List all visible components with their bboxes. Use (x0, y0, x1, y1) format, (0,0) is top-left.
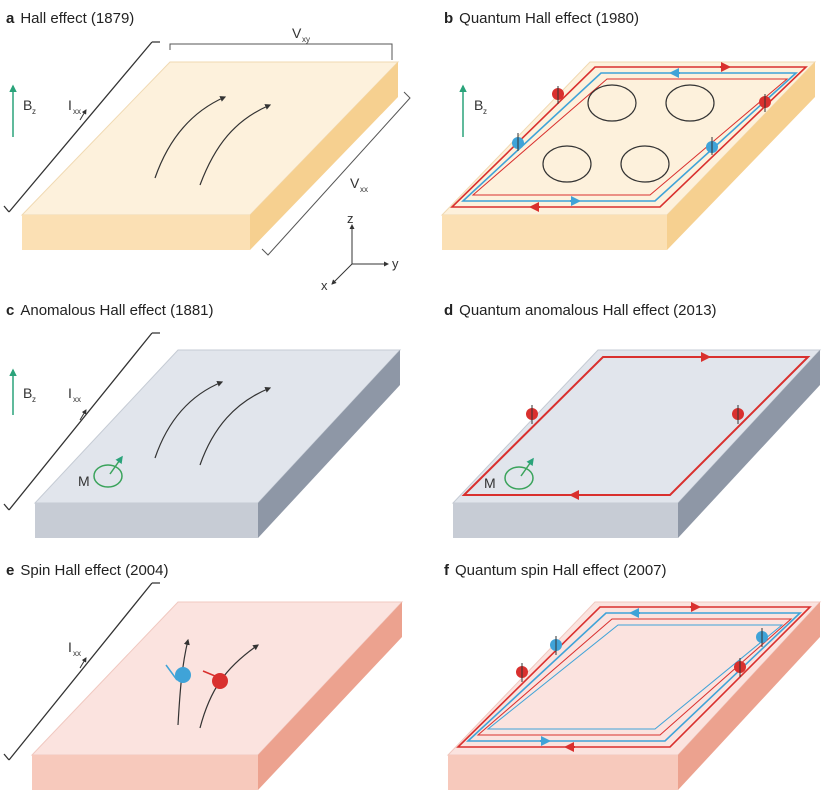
vxy-bracket (169, 43, 393, 60)
edge-channel-inner-f (465, 612, 803, 742)
svg-text:z: z (32, 395, 36, 404)
edge-channel-d (461, 356, 811, 496)
slab-b-side (667, 62, 815, 250)
svg-text:xx: xx (73, 649, 81, 658)
panel-f (446, 601, 822, 790)
panel-b: B z (440, 61, 817, 250)
edge-channel-outer-b (450, 66, 808, 208)
edge-channel-inner-b (460, 72, 799, 202)
current-bracket-a (8, 41, 160, 213)
slab-b-front (442, 215, 667, 250)
axes-triad: z y x (321, 211, 399, 293)
slab-f-side (678, 602, 820, 790)
slab-f-front (448, 755, 678, 790)
slab-e-side (258, 602, 402, 790)
b-label: B (23, 97, 32, 113)
svg-text:xx: xx (73, 107, 81, 116)
svg-text:xy: xy (302, 35, 310, 44)
carrier-path-a1 (154, 96, 227, 179)
magnetization-loop-c (93, 464, 123, 488)
cyclotron-orbits (542, 84, 715, 183)
vxx-label: V (350, 175, 360, 191)
slab-d-side (678, 350, 820, 538)
vxy-label: V (292, 25, 302, 41)
panel-c: B z I xx M (3, 332, 402, 538)
slab-c-side (258, 350, 400, 538)
svg-text:xx: xx (73, 395, 81, 404)
svg-text:z: z (483, 107, 487, 116)
axis-z-label: z (347, 211, 354, 226)
current-bracket-e (8, 582, 160, 761)
panel-e: I xx (3, 582, 404, 790)
svg-text:I: I (68, 639, 72, 655)
svg-text:xx: xx (360, 185, 368, 194)
axis-x-label: x (321, 278, 328, 293)
svg-text:B: B (23, 385, 32, 401)
carrier-path-a2 (199, 104, 272, 186)
svg-text:I: I (68, 385, 72, 401)
carrier-path-c1 (154, 381, 224, 459)
panel-d: M (451, 349, 822, 538)
svg-text:z: z (32, 107, 36, 116)
current-bracket-c (8, 332, 160, 511)
i-label: I (68, 97, 72, 113)
vxx-bracket (261, 91, 411, 256)
slab-c-front (35, 503, 258, 538)
m-label: M (78, 473, 90, 489)
spin-blue-e (175, 667, 191, 683)
spin-red-e (212, 673, 228, 689)
slab-a-front (22, 215, 250, 250)
b-label-b: B (474, 97, 483, 113)
carrier-path-c2 (199, 386, 272, 466)
magnetization-loop-d (504, 466, 534, 490)
slab-e-front (32, 755, 258, 790)
slab-d-front (453, 503, 678, 538)
current-arrow-a (79, 109, 87, 121)
panel-a: B z I xx V xy V xx z y x (3, 25, 411, 293)
edge-channel-outer-f (456, 606, 812, 748)
slab-a-side (250, 62, 398, 250)
axis-y-label: y (392, 256, 399, 271)
svg-text:M: M (484, 475, 496, 491)
